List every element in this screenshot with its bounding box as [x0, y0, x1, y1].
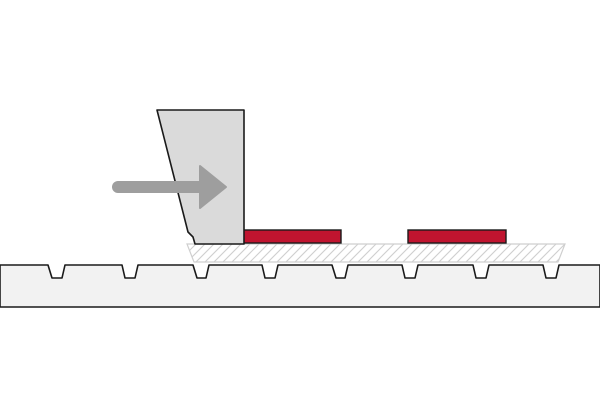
hatch-line [187, 244, 206, 262]
hatch-line [402, 244, 422, 262]
hatch-line [357, 244, 377, 262]
hatch-line [583, 244, 600, 262]
hatch-line [258, 244, 278, 262]
hatch-line [160, 244, 178, 262]
hatch-line [546, 244, 565, 262]
hatch-line [222, 244, 242, 262]
hatch-line [429, 244, 449, 262]
hatch-line [187, 244, 197, 262]
hatch-line [411, 244, 431, 262]
hatch-line [474, 244, 494, 262]
hatch-line [592, 244, 600, 262]
hatch-line [537, 244, 557, 262]
hatch-line [528, 244, 548, 262]
hatch-line [483, 244, 503, 262]
hatch-line [195, 244, 215, 262]
hatch-line [519, 244, 539, 262]
hatch-line [510, 244, 530, 262]
hatch-line [339, 244, 359, 262]
hatch-line [276, 244, 296, 262]
hatch-line [384, 244, 404, 262]
hatch-line [393, 244, 413, 262]
hatch-line [501, 244, 521, 262]
hatch-line [420, 244, 440, 262]
hatch-line [456, 244, 476, 262]
hatch-line [249, 244, 269, 262]
hatch-line [285, 244, 305, 262]
hatch-line [240, 244, 260, 262]
hatch-line [492, 244, 512, 262]
hatch-line [447, 244, 467, 262]
red-strip-separated [407, 229, 507, 244]
hatch-lines [160, 244, 600, 262]
hatch-line [330, 244, 350, 262]
hatch-line [294, 244, 314, 262]
hatch-line [465, 244, 485, 262]
right-arrow-icon [112, 165, 227, 209]
hatch-line [348, 244, 368, 262]
hatch-line [303, 244, 323, 262]
red-strip-under-blade [242, 229, 342, 244]
hatch-line [267, 244, 287, 262]
hatched-sheet-layer [160, 243, 600, 263]
hatch-line [321, 244, 341, 262]
hatch-line [366, 244, 386, 262]
hatch-line [564, 244, 565, 262]
hatch-line [438, 244, 458, 262]
hatch-line [231, 244, 251, 262]
hatch-line [574, 244, 592, 262]
hatch-line [312, 244, 332, 262]
hatch-line [187, 244, 188, 262]
hatch-line [204, 244, 224, 262]
grooved-base-plate [0, 264, 600, 308]
hatch-line [213, 244, 233, 262]
hatch-line [375, 244, 395, 262]
hatched-sheet-outline [186, 243, 566, 263]
arrow-head [199, 165, 227, 209]
